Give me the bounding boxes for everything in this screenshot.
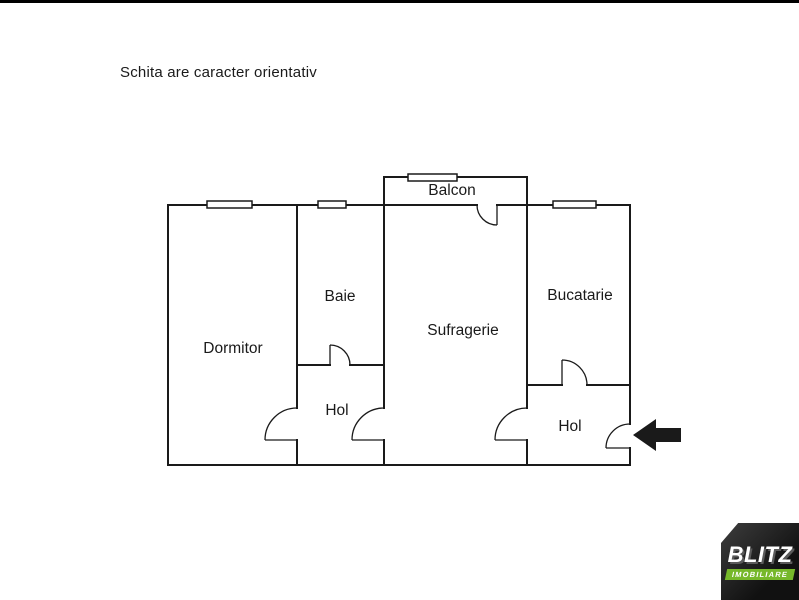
- room-label-dormitor: Dormitor: [203, 340, 262, 357]
- door-bucatarie: [561, 359, 588, 386]
- door-hol-sufragerie: [351, 407, 385, 441]
- window-baie: [317, 200, 347, 209]
- door-dormitor: [264, 407, 298, 441]
- door-balcon: [476, 204, 498, 226]
- room-label-hol-left: Hol: [325, 402, 348, 419]
- window-balcon: [407, 173, 458, 182]
- doors: [264, 204, 631, 449]
- window-bucatarie: [552, 200, 597, 209]
- room-label-hol-right: Hol: [558, 418, 581, 435]
- logo-brand-text: BLITZ: [727, 541, 793, 567]
- room-label-bucatarie: Bucatarie: [547, 287, 612, 304]
- window-dormitor: [206, 200, 253, 209]
- door-baie: [329, 344, 351, 366]
- door-entrance: [605, 423, 631, 449]
- entrance-arrow-icon: [633, 419, 681, 451]
- room-label-balcon: Balcon: [428, 182, 475, 199]
- windows: [206, 173, 597, 209]
- room-label-baie: Baie: [324, 288, 355, 305]
- logo-banner-text: IMOBILIARE: [724, 568, 796, 580]
- room-labels: Balcon Dormitor Baie Hol Sufragerie Buca…: [203, 182, 612, 435]
- door-sufragerie-hol: [494, 407, 528, 441]
- top-border-line: [0, 0, 799, 3]
- blitz-imobiliare-logo: BLITZ IMOBILIARE: [721, 523, 799, 600]
- disclaimer-text: Schita are caracter orientativ: [120, 64, 317, 81]
- walls: [167, 176, 631, 466]
- room-label-sufragerie: Sufragerie: [427, 322, 499, 339]
